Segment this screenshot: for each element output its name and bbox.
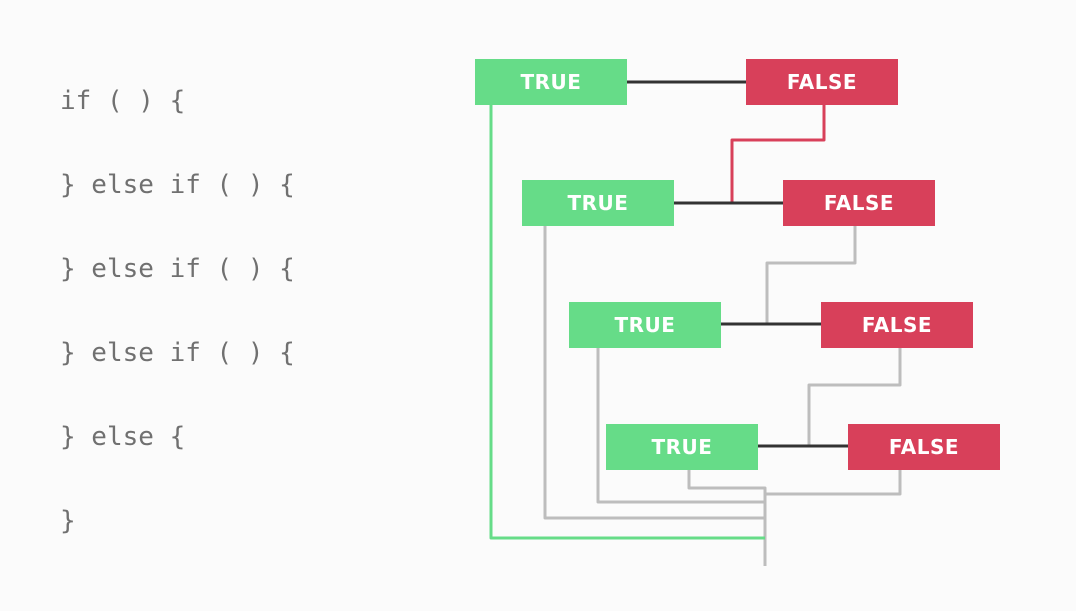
merge-path-true-4 (687, 470, 767, 566)
code-line-else: } else { (60, 422, 186, 452)
code-line-else-if-2: } else if ( ) { (60, 254, 295, 284)
true-box-3: TRUE (569, 302, 721, 348)
true-box-4: TRUE (606, 424, 758, 470)
active-true-path (489, 104, 765, 540)
branch-path-false-3 (807, 348, 902, 446)
code-line-close: } (60, 506, 76, 536)
code-line-else-if-1: } else if ( ) { (60, 170, 295, 200)
false-box-1: FALSE (746, 59, 898, 105)
false-box-4: FALSE (848, 424, 1000, 470)
false-box-3: FALSE (821, 302, 973, 348)
merge-path-true-2 (543, 226, 765, 520)
true-box-2: TRUE (522, 180, 674, 226)
code-line-else-if-3: } else if ( ) { (60, 338, 295, 368)
false-box-2: FALSE (783, 180, 935, 226)
true-box-1: TRUE (475, 59, 627, 105)
code-line-if: if ( ) { (60, 86, 186, 116)
merge-path-true-3 (596, 348, 765, 504)
active-false-path (730, 104, 826, 203)
merge-path-false-4 (765, 470, 902, 496)
branch-path-false-2 (765, 226, 857, 324)
